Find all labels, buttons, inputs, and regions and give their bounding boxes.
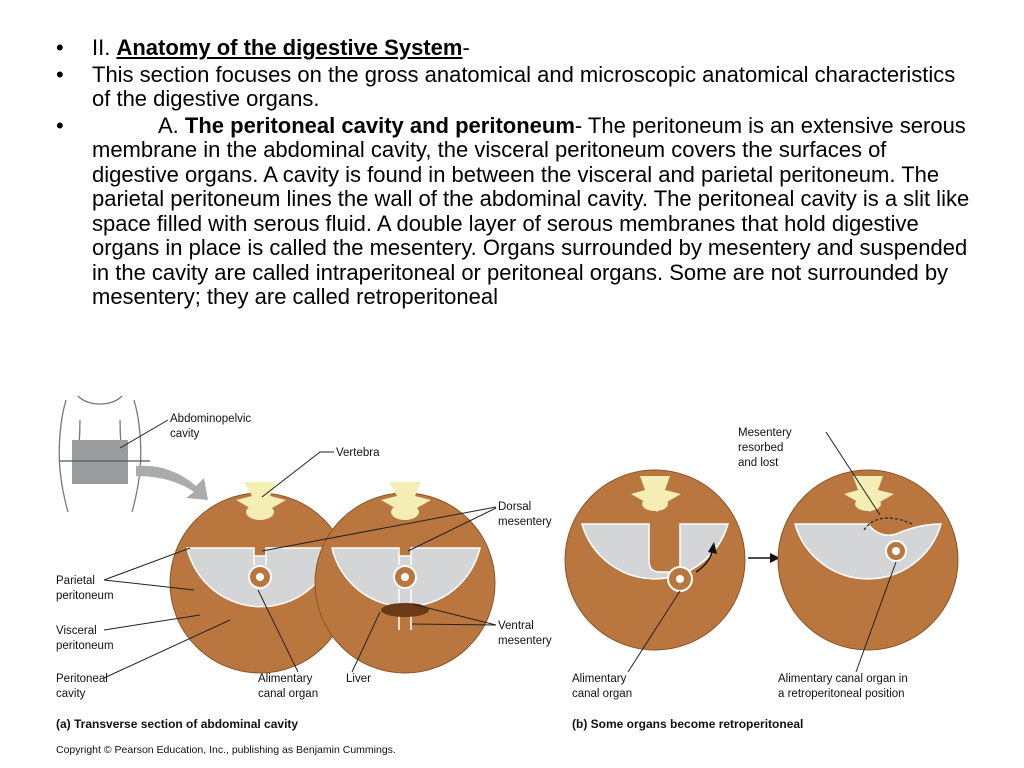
parietal-peritoneum-label: Parietal	[56, 575, 95, 587]
ventral-mesentery-label-2: mesentery	[498, 635, 552, 647]
alimentary-canal-label-b-2: canal organ	[572, 688, 632, 700]
peritoneum-paragraph: - The peritoneum is an extensive serous …	[92, 112, 970, 309]
abdominopelvic-region	[72, 440, 128, 484]
bullet-section-focus: • This section focuses on the gross anato…	[50, 61, 970, 112]
alimentary-canal-label-b: Alimentary	[572, 673, 627, 685]
peritoneal-cavity-label: Peritoneal	[56, 673, 108, 685]
dorsal-mesentery-label: Dorsal	[498, 501, 531, 513]
visceral-peritoneum-label: Visceral	[56, 625, 97, 637]
abdominopelvic-label-2: cavity	[170, 428, 200, 440]
liver-label: Liver	[346, 673, 371, 685]
mesentery-resorbed-label: Mesentery	[738, 427, 792, 439]
retroperitoneal-label-2: a retroperitoneal position	[778, 688, 905, 700]
section-focus-text: This section focuses on the gross anatom…	[92, 61, 956, 111]
cross-section-left	[169, 482, 351, 674]
mesentery-resorbed-label-3: and lost	[738, 457, 779, 469]
parietal-peritoneum-label-2: peritoneum	[56, 590, 114, 602]
bullet-peritoneum: • A. The peritoneal cavity and peritoneum…	[50, 112, 970, 310]
subsection-heading: The peritoneal cavity and peritoneum	[184, 112, 575, 138]
alimentary-canal-label-a: Alimentary	[258, 673, 313, 685]
bullet-marker: •	[56, 35, 64, 60]
subsection-letter: A.	[158, 112, 185, 138]
bullet-marker: •	[56, 112, 64, 138]
bullet-anatomy-heading: • II. Anatomy of the digestive System-	[50, 35, 970, 61]
leader-lines	[103, 419, 897, 679]
mesentery-resorbed-label-2: resorbed	[738, 442, 783, 454]
cross-section-b-left	[564, 469, 746, 651]
bullet-list: • II. Anatomy of the digestive System- • T…	[50, 35, 970, 312]
peritoneum-figure: Abdominopelvic cavity Vertebra Dorsal me…	[56, 395, 959, 756]
visceral-peritoneum-label-2: peritoneum	[56, 640, 114, 652]
dorsal-mesentery-label-2: mesentery	[498, 516, 552, 528]
retroperitoneal-label: Alimentary canal organ in	[778, 673, 908, 685]
abdominopelvic-label: Abdominopelvic	[170, 413, 251, 425]
curved-arrow-icon	[136, 465, 208, 500]
caption-a: (a) Transverse section of abdominal cavi…	[56, 717, 298, 731]
section-number: II.	[92, 35, 117, 60]
peritoneal-cavity-label-2: cavity	[56, 688, 86, 700]
ventral-mesentery-label: Ventral	[498, 620, 534, 632]
liver-shape	[381, 603, 429, 617]
caption-b: (b) Some organs become retroperitoneal	[572, 717, 803, 731]
cross-section-right	[314, 482, 496, 674]
section-title: Anatomy of the digestive System	[116, 35, 463, 60]
copyright-notice: Copyright © Pearson Education, Inc., pub…	[56, 744, 396, 756]
alimentary-canal-label-a-2: canal organ	[258, 688, 318, 700]
cross-section-b-right	[777, 469, 959, 651]
bullet-marker: •	[56, 61, 64, 87]
vertebra-label: Vertebra	[336, 447, 380, 459]
section-title-dash: -	[462, 35, 470, 60]
